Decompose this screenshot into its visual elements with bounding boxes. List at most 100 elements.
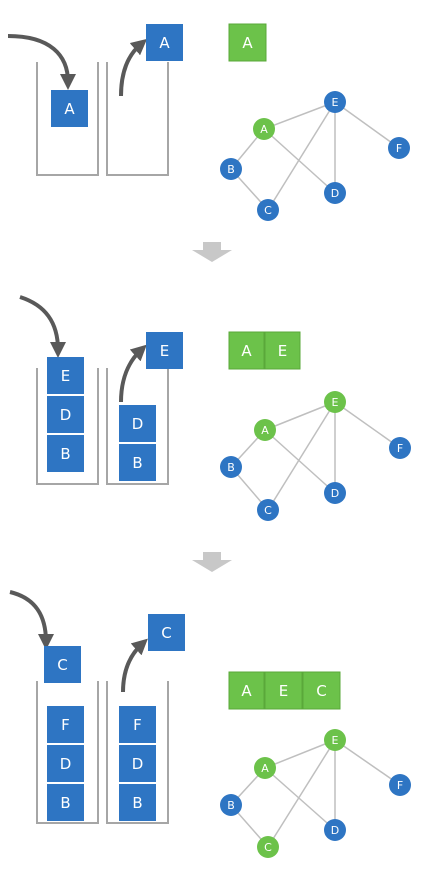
svg-text:E: E [160, 342, 169, 360]
svg-text:A: A [241, 682, 252, 700]
right-stack-outline [106, 368, 169, 485]
graph-edge [267, 101, 336, 211]
visited-item: E [264, 671, 303, 710]
popped-item: C [148, 614, 185, 651]
graph-edge [334, 101, 400, 149]
graph-node-e: E [324, 391, 346, 413]
right-stack-outline [106, 681, 169, 824]
graph-edge [264, 401, 336, 431]
left-stack-item: A [51, 90, 88, 127]
svg-text:E: E [332, 396, 339, 409]
svg-text:B: B [60, 445, 70, 463]
svg-text:B: B [132, 794, 142, 812]
svg-text:D: D [60, 406, 72, 424]
pop-arrow [119, 344, 147, 403]
svg-text:C: C [316, 682, 326, 700]
visited-item: A [228, 331, 265, 370]
graph-edge [263, 101, 336, 130]
graph-node-b: B [220, 158, 242, 180]
graph: A E F B C D [220, 91, 410, 221]
svg-text:F: F [61, 716, 70, 734]
popped-item: A [146, 24, 183, 61]
svg-text:D: D [331, 487, 339, 500]
graph-edge [334, 739, 401, 786]
right-stack-item: B [119, 444, 156, 481]
svg-text:C: C [57, 656, 67, 674]
svg-text:C: C [264, 204, 272, 217]
svg-text:F: F [397, 779, 403, 792]
left-stack-outline [36, 368, 99, 485]
left-stack-item: E [47, 357, 84, 394]
svg-text:E: E [61, 367, 70, 385]
graph-node-f: F [389, 774, 411, 796]
svg-text:F: F [133, 716, 142, 734]
step-arrow [192, 242, 232, 262]
graph-node-a: A [254, 757, 276, 779]
svg-text:A: A [241, 342, 252, 360]
panel-2: E D B D B E A E A E F B C D [19, 295, 411, 521]
left-stack-outline [36, 681, 99, 824]
right-stack-item: D [119, 745, 156, 782]
svg-text:D: D [132, 415, 144, 433]
graph-edge [264, 429, 336, 494]
svg-text:D: D [132, 755, 144, 773]
pop-arrow [121, 638, 148, 693]
right-stack-item: B [119, 784, 156, 821]
left-stack-item: F [47, 706, 84, 743]
svg-text:E: E [332, 96, 339, 109]
push-arrow [7, 34, 76, 90]
graph-edge [267, 401, 336, 511]
left-stack-item: D [47, 396, 84, 433]
graph-edge [334, 401, 401, 449]
svg-text:A: A [64, 100, 75, 118]
svg-text:B: B [227, 461, 235, 474]
graph-node-b: B [220, 456, 242, 478]
step-arrow [192, 552, 232, 572]
left-stack-item: B [47, 784, 84, 821]
svg-text:B: B [60, 794, 70, 812]
left-stack-item: B [47, 435, 84, 472]
svg-text:C: C [264, 841, 272, 854]
graph-edge [263, 128, 336, 194]
svg-text:D: D [331, 824, 339, 837]
push-arrow [19, 295, 66, 358]
svg-text:B: B [227, 163, 235, 176]
visited-item: C [302, 671, 341, 710]
visited-item: E [264, 331, 301, 370]
svg-text:A: A [260, 123, 268, 136]
visited-item: A [228, 671, 265, 710]
graph-node-a: A [254, 419, 276, 441]
graph-edge [264, 767, 336, 831]
pop-arrow [119, 38, 148, 97]
svg-text:E: E [332, 734, 339, 747]
graph-node-b: B [220, 794, 242, 816]
svg-text:E: E [278, 342, 287, 360]
graph-node-d: D [324, 819, 346, 841]
left-stack-outline [36, 62, 99, 176]
svg-text:C: C [264, 504, 272, 517]
svg-text:A: A [261, 424, 269, 437]
svg-text:A: A [242, 34, 253, 52]
popped-item: E [146, 332, 183, 369]
svg-text:F: F [397, 442, 403, 455]
graph: A E F B C D [220, 391, 411, 521]
graph-node-f: F [389, 437, 411, 459]
graph-edge [264, 739, 336, 769]
svg-text:E: E [279, 682, 288, 700]
graph-edge [267, 739, 336, 848]
left-stack-item: D [47, 745, 84, 782]
graph-node-c: C [257, 836, 279, 858]
right-stack-outline [106, 62, 169, 176]
panel-1: A A A A E F B C D [7, 23, 410, 221]
graph-node-c: C [257, 199, 279, 221]
svg-text:D: D [331, 187, 339, 200]
push-arrow [9, 590, 54, 650]
right-stack-item: D [119, 405, 156, 442]
svg-text:D: D [60, 755, 72, 773]
right-stack-item: F [119, 706, 156, 743]
graph-node-e: E [324, 91, 346, 113]
svg-text:F: F [396, 142, 402, 155]
svg-text:C: C [161, 624, 171, 642]
visited-item: A [228, 23, 267, 62]
